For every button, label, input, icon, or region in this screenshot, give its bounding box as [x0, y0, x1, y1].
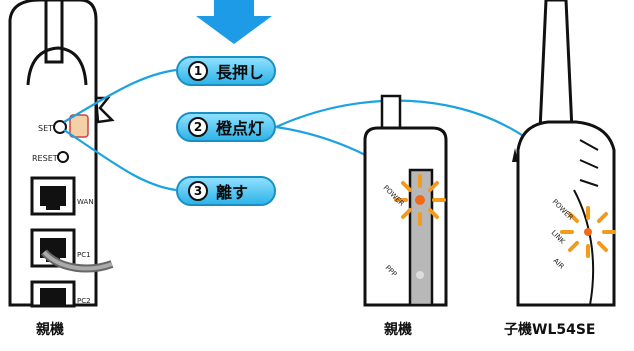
parent-device-front: POWER PPP — [363, 94, 448, 307]
child-led-glow-rays — [560, 206, 616, 258]
step-2-number: 2 — [188, 117, 208, 137]
pc2-label: PC2 — [77, 297, 91, 305]
step-2-pill: 2 橙点灯 — [176, 112, 276, 142]
down-arrow-icon — [196, 0, 272, 44]
step-3-pill: 3 離す — [176, 176, 276, 206]
router-back-panel: SET RESET WAN PC1 PC2 — [8, 0, 115, 308]
child-power-led — [584, 228, 592, 236]
led-glow-rays — [394, 174, 446, 226]
callout-lines — [63, 68, 591, 206]
child-device-wl54se: POWER LINK AIR — [512, 0, 616, 307]
step-1-pill: 1 長押し — [176, 56, 276, 86]
step-3-label: 離す — [216, 183, 249, 202]
caption-right: 子機WL54SE — [504, 322, 596, 338]
step-3-number: 3 — [188, 181, 208, 201]
reset-label: RESET — [32, 154, 58, 163]
step-2-label: 橙点灯 — [216, 119, 265, 138]
wan-label: WAN — [77, 198, 94, 206]
finger-press-icon — [69, 114, 89, 138]
reset-button — [57, 151, 69, 163]
ppp-led-off — [416, 271, 424, 279]
caption-left: 親機 — [36, 322, 64, 338]
step-1-label: 長押し — [216, 63, 265, 82]
set-label: SET — [38, 124, 53, 133]
power-led-lit — [415, 195, 425, 205]
caption-middle: 親機 — [384, 322, 412, 338]
step-1-number: 1 — [188, 61, 208, 81]
set-button — [53, 120, 67, 134]
pc1-label: PC1 — [77, 251, 91, 259]
